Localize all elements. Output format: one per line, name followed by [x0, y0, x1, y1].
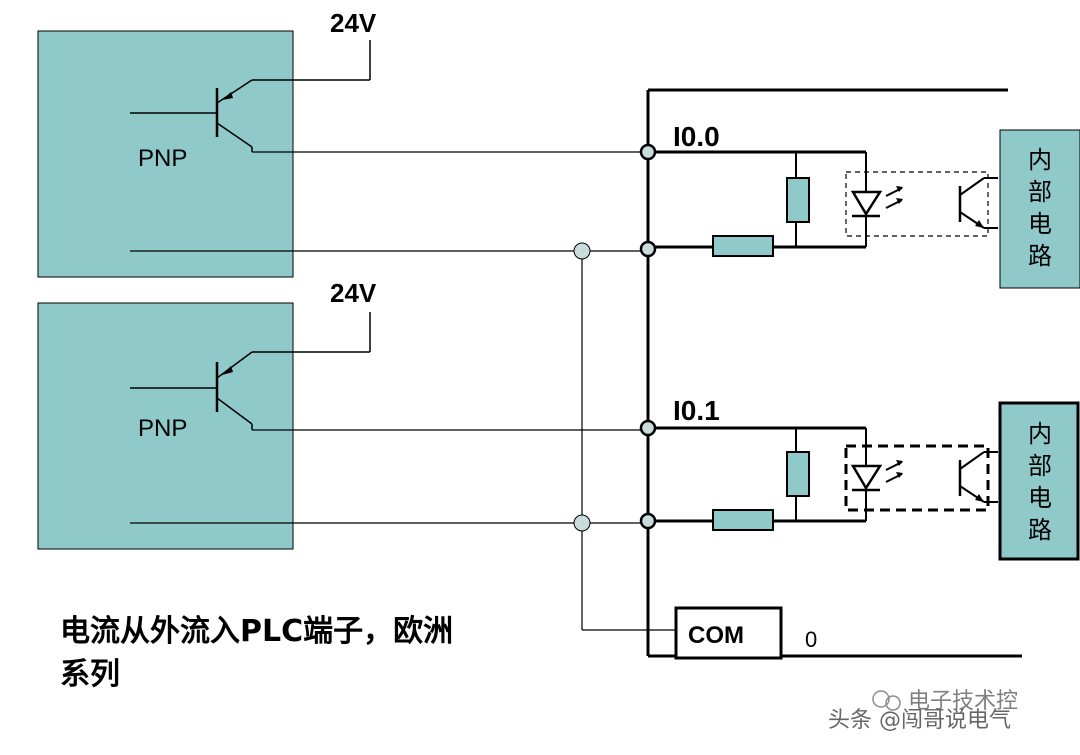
input-channel-i0-1: I0.1 [648, 395, 998, 531]
sensor-2-box [37, 302, 294, 550]
internal-circuit-char: 电 [1028, 210, 1052, 238]
sensor-1-type-label: PNP [138, 145, 187, 172]
junction-node [573, 242, 591, 260]
signal-wires [130, 151, 676, 631]
internal-circuit-char: 内 [1028, 146, 1052, 174]
terminal-node [639, 143, 657, 161]
sensor-2: PNP 24V [37, 278, 377, 550]
sensor-1: PNP 24V [37, 8, 377, 278]
internal-circuit-2: 内 部 电 路 [998, 401, 1080, 561]
internal-circuit-char: 部 [1028, 178, 1052, 206]
internal-circuit-char: 电 [1028, 484, 1052, 512]
sensor-1-box [37, 30, 294, 278]
internal-circuit-1: 内 部 电 路 [999, 129, 1080, 289]
input-label-i0-1: I0.1 [673, 395, 720, 426]
optocoupler-box [844, 444, 990, 512]
led-icon [850, 190, 883, 217]
optocoupler-box [845, 171, 989, 237]
resistor [712, 509, 774, 531]
sensor-1-supply-label: 24V [330, 8, 377, 38]
watermark: 电子技术控 头条 @闯哥说电气 [828, 689, 1018, 733]
watermark-small: 电子技术控 [908, 689, 1018, 714]
resistor [786, 451, 810, 497]
resistor [786, 177, 810, 223]
terminal-node [639, 512, 657, 530]
internal-circuit-char: 路 [1028, 516, 1052, 544]
watermark-text: 头条 @闯哥说电气 [828, 708, 1011, 733]
com-value: 0 [805, 627, 817, 652]
wechat-icon [872, 690, 890, 708]
led-icon [850, 464, 883, 491]
input-label-i0-0: I0.0 [673, 121, 720, 152]
junction-node [573, 514, 591, 532]
internal-circuit-char: 路 [1028, 242, 1052, 270]
com-terminal: COM 0 [674, 606, 817, 660]
internal-circuit-char: 内 [1028, 420, 1052, 448]
caption-line-2: 系列 [60, 657, 120, 692]
sensor-2-supply-label: 24V [330, 278, 377, 308]
terminal-node [639, 419, 657, 437]
resistor [712, 235, 774, 257]
com-label: COM [688, 622, 744, 649]
input-channel-i0-0: I0.0 [648, 121, 998, 257]
sensor-2-type-label: PNP [138, 415, 187, 442]
internal-circuit-char: 部 [1028, 452, 1052, 480]
plc-frame [646, 88, 1022, 658]
caption-line-1: 电流从外流入PLC端子，欧洲 [60, 614, 453, 649]
terminal-node [639, 240, 657, 258]
